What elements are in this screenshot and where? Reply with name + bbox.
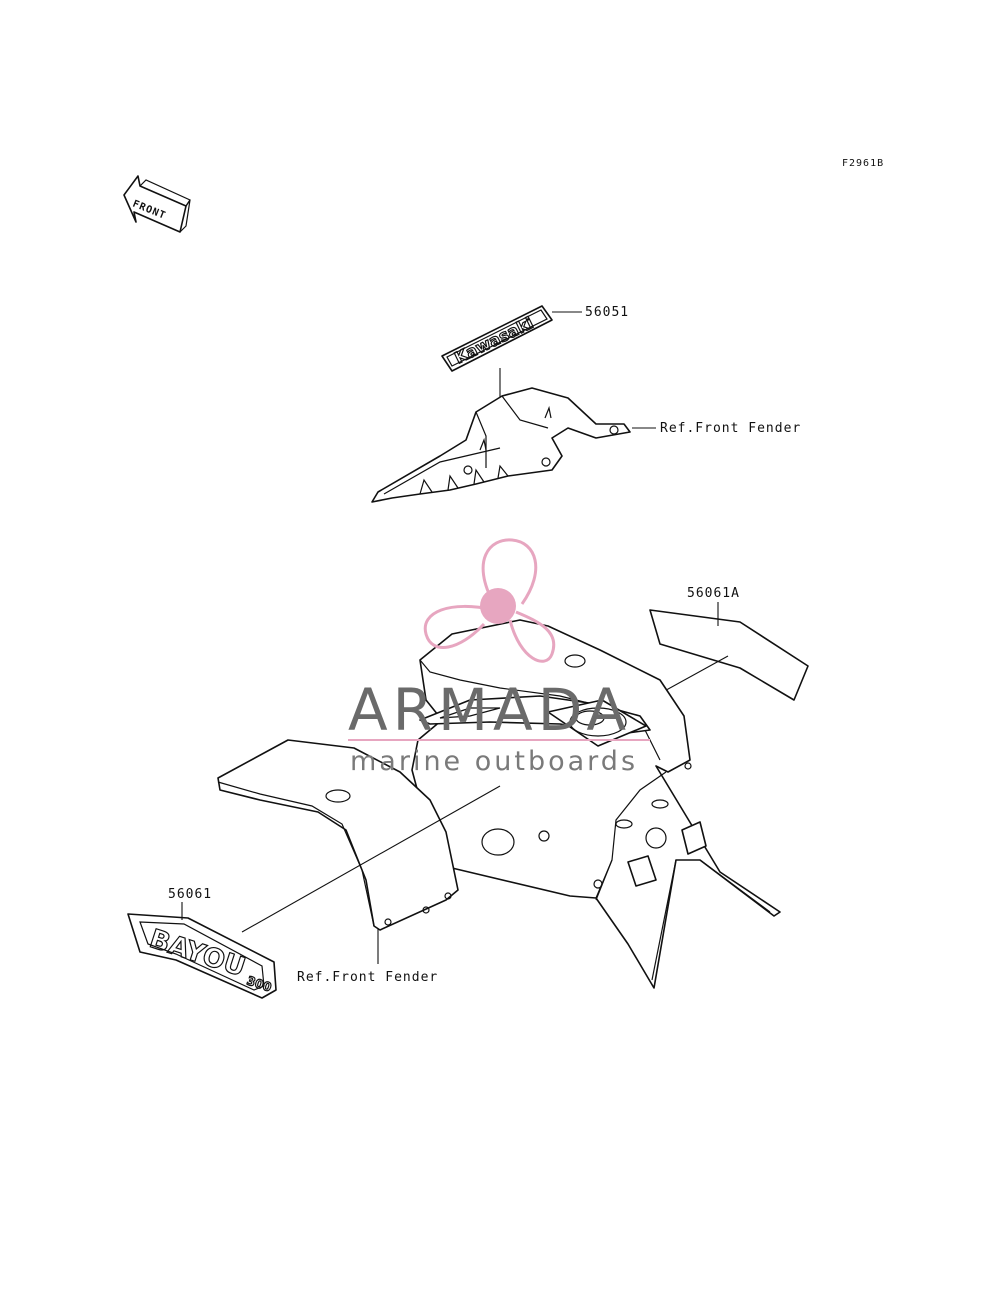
armada-watermark: ARMADA marine outboards <box>348 538 650 777</box>
figure-code: F2961B <box>842 158 884 169</box>
callout-ref-front-fender-top: Ref.Front Fender <box>660 421 801 436</box>
decal-56061: BAYOU 300 <box>127 913 277 999</box>
decal-56051: Kawasaki <box>441 305 553 372</box>
propeller-logo-icon <box>423 538 556 663</box>
callout-ref-front-fender-bottom: Ref.Front Fender <box>297 970 438 985</box>
front-fender-left <box>217 739 459 931</box>
top-decal-text: Kawasaki <box>451 313 536 367</box>
callout-56061A: 56061A <box>687 586 740 601</box>
front-fender-upper <box>371 387 631 503</box>
callout-56061: 56061 <box>168 887 212 902</box>
watermark-brand: ARMADA <box>348 676 631 744</box>
front-arrow-icon: FRONT <box>123 175 191 233</box>
decal-56061A <box>649 609 809 701</box>
callout-56051: 56051 <box>585 305 629 320</box>
watermark-tagline: marine outboards <box>350 746 638 777</box>
rear-fender <box>411 619 781 989</box>
